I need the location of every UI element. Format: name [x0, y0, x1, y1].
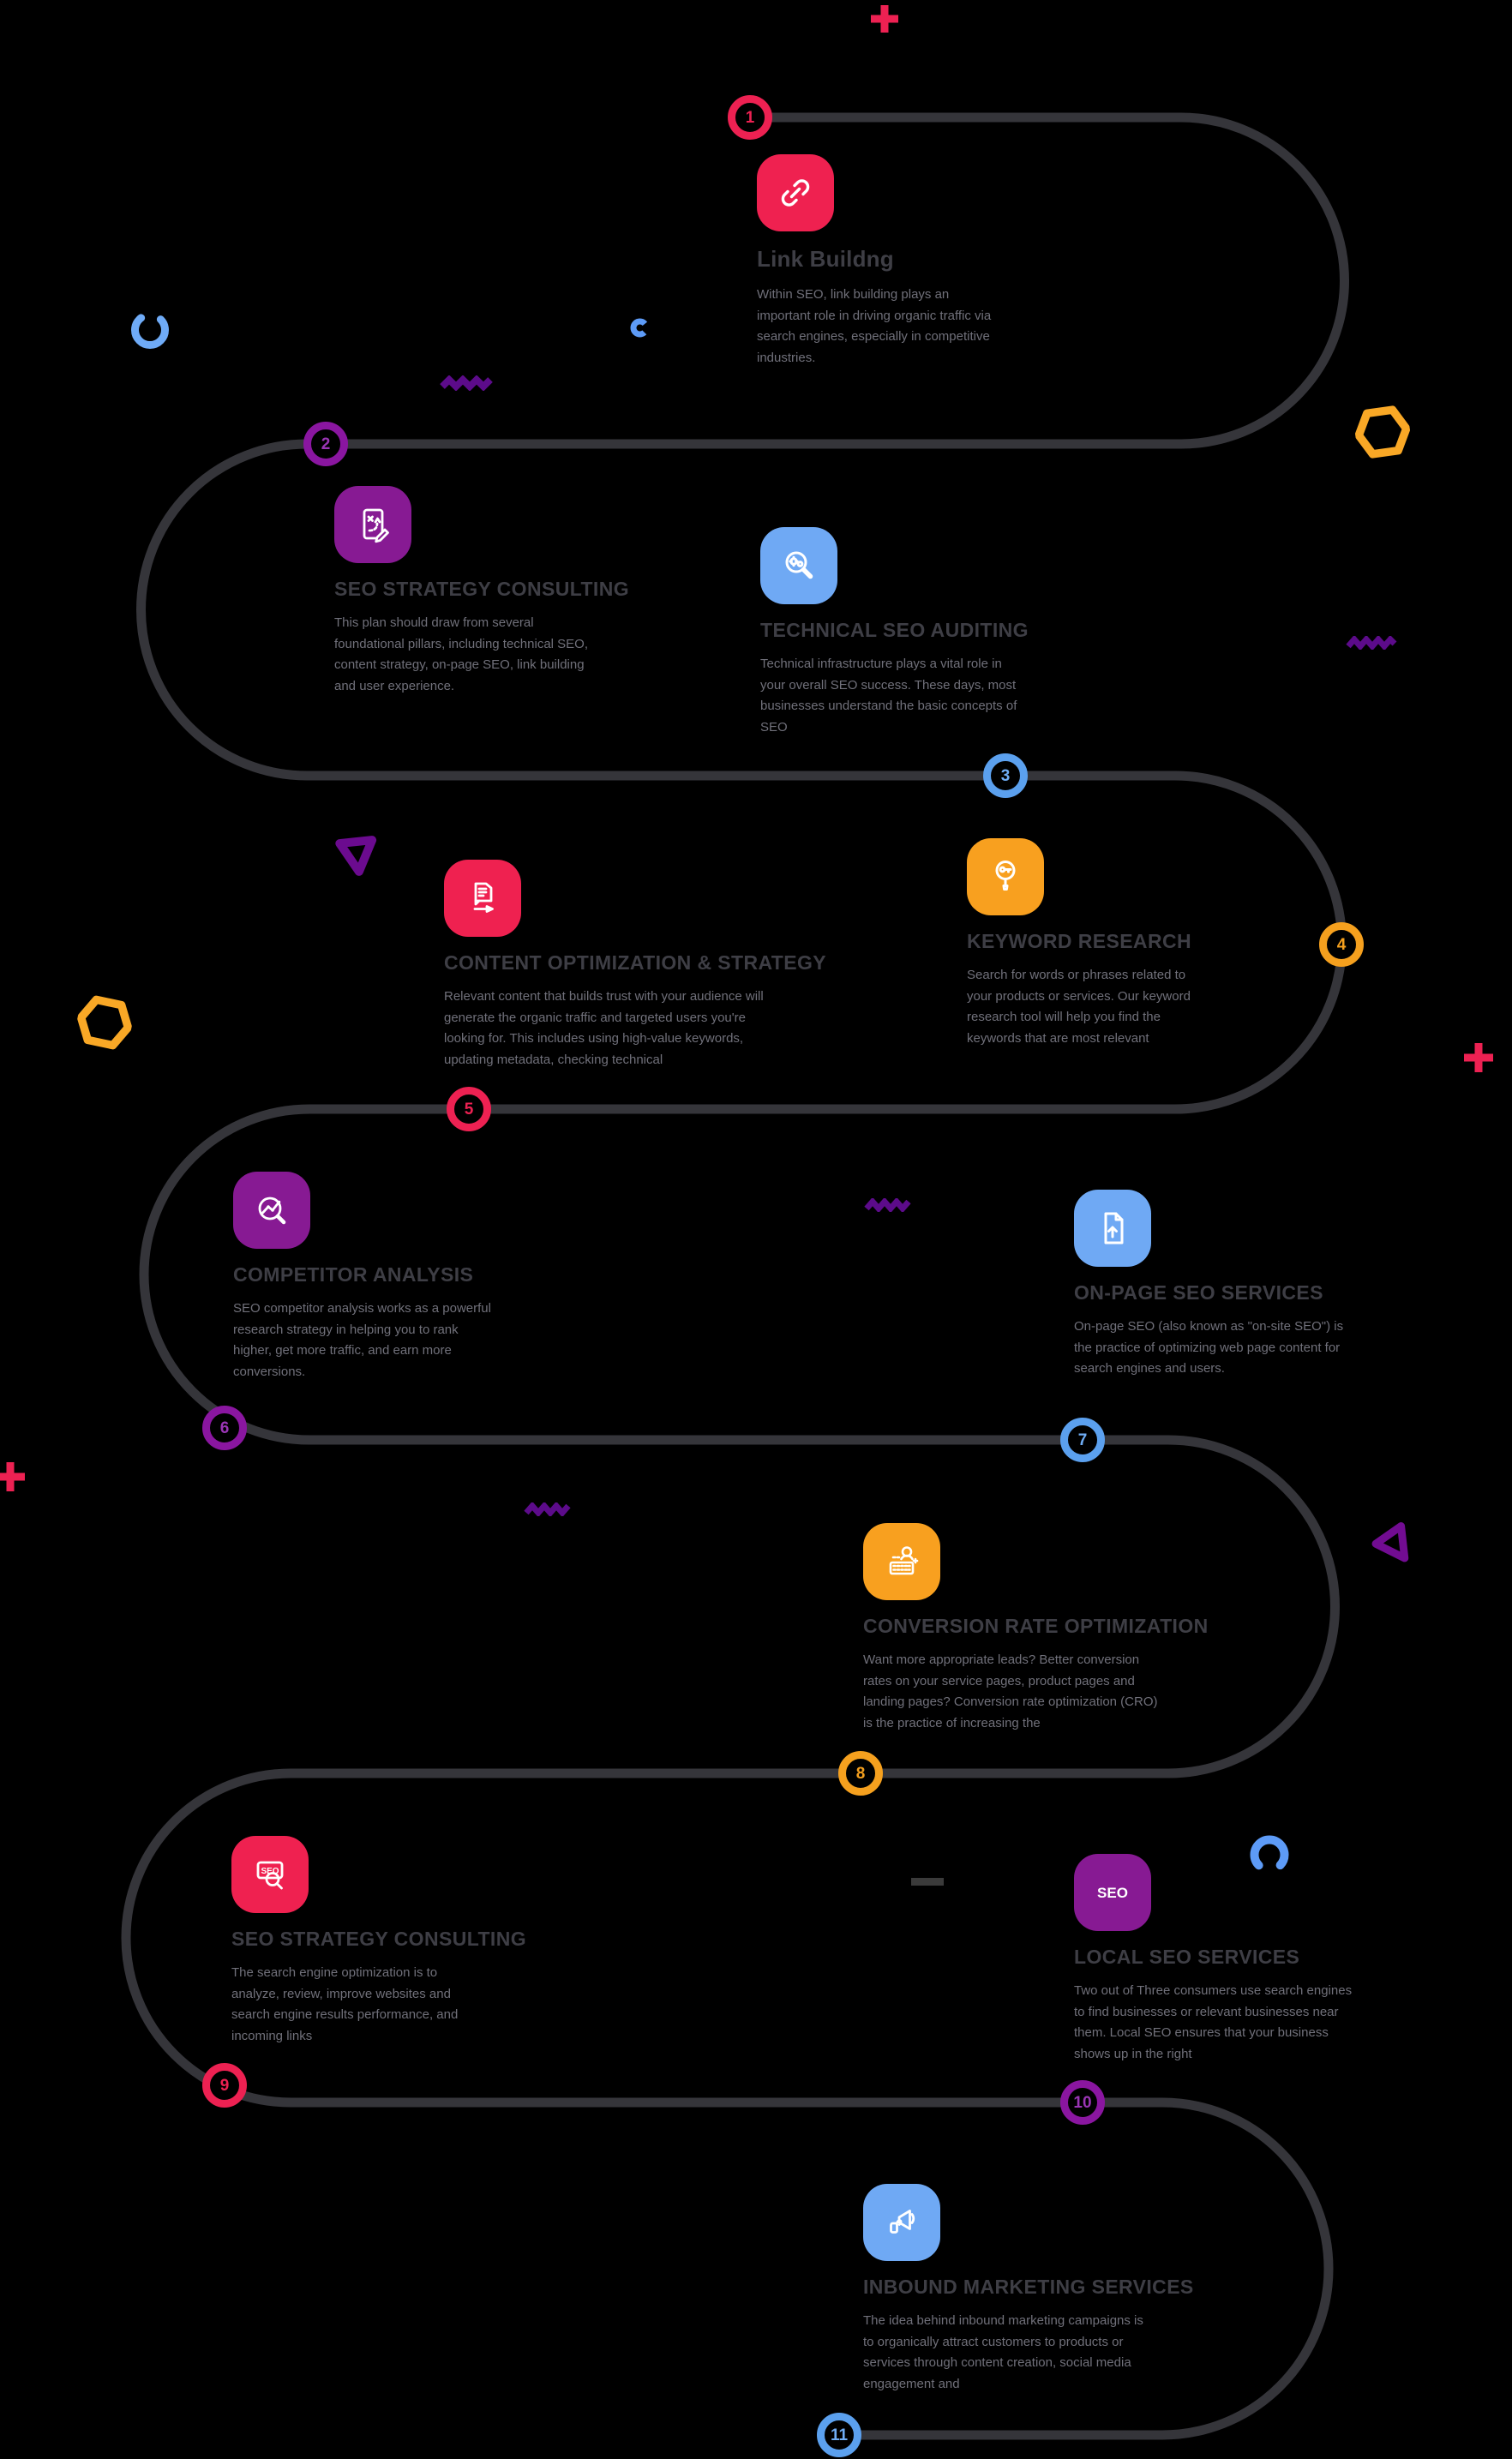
seo-search-icon: SEO: [231, 1836, 309, 1913]
step-marker-4: 4: [1319, 922, 1364, 967]
step-description: Two out of Three consumers use search en…: [1074, 1983, 1353, 2061]
step-number: 9: [219, 2076, 230, 2095]
hexagon-icon: [1352, 403, 1413, 461]
step-card-1: Link Buildng Within SEO, link building p…: [757, 154, 1005, 369]
step-description: Want more appropriate leads? Better conv…: [863, 1652, 1158, 1730]
step-number: 10: [1073, 2093, 1092, 2112]
step-marker-6: 6: [202, 1406, 247, 1450]
step-card-3: TECHNICAL SEO AUDITING Technical infrast…: [760, 527, 1029, 738]
step-card-7: ON-PAGE SEO SERVICES On-page SEO (also k…: [1074, 1190, 1344, 1380]
step-description: Relevant content that builds trust with …: [444, 989, 764, 1067]
step-description: Technical infrastructure plays a vital r…: [760, 657, 1017, 735]
strategy-icon: [334, 486, 411, 563]
link-icon: [757, 154, 834, 231]
step-card-9: SEO SEO STRATEGY CONSULTING The search e…: [231, 1836, 526, 2047]
step-number: 6: [219, 1418, 230, 1437]
step-title: CONTENT OPTIMIZATION & STRATEGY: [444, 951, 826, 974]
step-number: 8: [855, 1764, 866, 1783]
plus-icon: [868, 3, 901, 35]
step-number: 2: [321, 435, 331, 453]
arc-icon: [130, 310, 170, 350]
step-number: 1: [745, 108, 755, 127]
step-marker-11: 11: [817, 2413, 861, 2457]
step-number: 3: [1000, 766, 1011, 785]
zigzag-icon: [524, 1502, 573, 1516]
step-title: KEYWORD RESEARCH: [967, 930, 1191, 952]
plus-icon: [0, 1460, 27, 1494]
step-marker-2: 2: [303, 422, 348, 466]
zigzag-icon: [864, 1198, 914, 1212]
step-card-4: KEYWORD RESEARCH Search for words or phr…: [967, 838, 1200, 1049]
dash-icon: [911, 1878, 944, 1886]
step-marker-8: 8: [838, 1751, 883, 1796]
content-icon: [444, 860, 521, 937]
step-title: INBOUND MARKETING SERVICES: [863, 2276, 1194, 2298]
step-title: SEO STRATEGY CONSULTING: [231, 1928, 527, 1950]
triangle-icon: [333, 832, 383, 879]
arc-icon: [1250, 1835, 1289, 1874]
step-description: The search engine optimization is to ana…: [231, 1965, 459, 2043]
step-number: 5: [464, 1100, 474, 1119]
audit-icon: [760, 527, 837, 604]
keyword-icon: [967, 838, 1044, 915]
svg-text:SEO: SEO: [1097, 1885, 1128, 1901]
step-title: Link Buildng: [757, 246, 894, 272]
step-marker-7: 7: [1060, 1418, 1105, 1462]
step-description: Within SEO, link building plays an impor…: [757, 287, 992, 365]
conversion-icon: [863, 1523, 940, 1600]
step-marker-3: 3: [983, 753, 1028, 798]
step-marker-5: 5: [447, 1087, 491, 1131]
step-card-8: CONVERSION RATE OPTIMIZATION Want more a…: [863, 1523, 1209, 1734]
small-arc-icon: [630, 318, 650, 338]
step-title: CONVERSION RATE OPTIMIZATION: [863, 1615, 1209, 1637]
zigzag-icon: [1346, 636, 1397, 650]
step-title: TECHNICAL SEO AUDITING: [760, 619, 1029, 641]
step-card-2: SEO STRATEGY CONSULTING This plan should…: [334, 486, 629, 697]
step-card-5: CONTENT OPTIMIZATION & STRATEGY Relevant…: [444, 860, 826, 1071]
zigzag-icon: [440, 375, 495, 391]
competitor-icon: [233, 1172, 310, 1249]
step-description: Search for words or phrases related to y…: [967, 968, 1191, 1046]
step-marker-10: 10: [1060, 2080, 1105, 2125]
step-marker-9: 9: [202, 2063, 247, 2108]
step-description: SEO competitor analysis works as a power…: [233, 1301, 491, 1379]
step-title: COMPETITOR ANALYSIS: [233, 1263, 474, 1286]
step-description: On-page SEO (also known as "on-site SEO"…: [1074, 1319, 1344, 1376]
step-description: This plan should draw from several found…: [334, 615, 589, 693]
step-number: 4: [1336, 935, 1347, 954]
step-marker-1: 1: [728, 95, 772, 140]
step-number: 11: [830, 2426, 849, 2444]
step-title: LOCAL SEO SERVICES: [1074, 1946, 1300, 1968]
hexagon-icon: [72, 992, 136, 1053]
svg-text:SEO: SEO: [261, 1867, 279, 1876]
onpage-icon: [1074, 1190, 1151, 1267]
step-title: ON-PAGE SEO SERVICES: [1074, 1281, 1323, 1304]
inbound-icon: [863, 2184, 940, 2261]
step-number: 7: [1077, 1430, 1088, 1449]
step-card-11: INBOUND MARKETING SERVICES The idea behi…: [863, 2184, 1194, 2395]
step-card-6: COMPETITOR ANALYSIS SEO competitor analy…: [233, 1172, 497, 1382]
step-card-10: SEO LOCAL SEO SERVICES Two out of Three …: [1074, 1854, 1361, 2065]
local-seo-icon: SEO: [1074, 1854, 1151, 1931]
plus-icon: [1461, 1041, 1496, 1075]
step-description: The idea behind inbound marketing campai…: [863, 2313, 1143, 2391]
triangle-icon: [1366, 1516, 1426, 1575]
step-title: SEO STRATEGY CONSULTING: [334, 578, 630, 600]
